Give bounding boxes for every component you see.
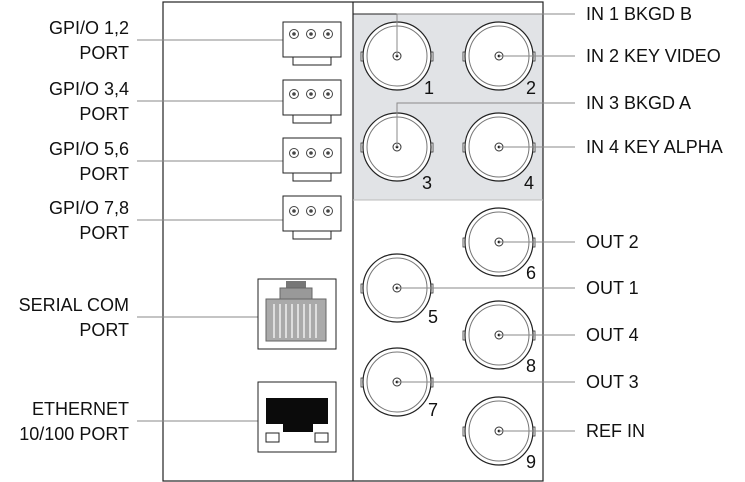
ref-in-label: REF IN xyxy=(586,421,645,441)
out2-label: OUT 2 xyxy=(586,232,639,252)
gpio-56-connector xyxy=(282,137,342,182)
out4-label: OUT 4 xyxy=(586,325,639,345)
ethernet-port xyxy=(257,381,337,453)
gpio-56-label-line2: PORT xyxy=(79,164,129,184)
in3-leader xyxy=(396,102,575,147)
ethernet-label-line1: ETHERNET xyxy=(32,399,129,419)
connector-number-2: 2 xyxy=(526,78,536,98)
in1-leader xyxy=(396,13,575,56)
in1-label: IN 1 BKGD B xyxy=(586,4,692,24)
gpio-34-connector xyxy=(282,79,342,124)
out3-label: OUT 3 xyxy=(586,372,639,392)
in2-label: IN 2 KEY VIDEO xyxy=(586,46,721,66)
gpio-56-label-line1: GPI/O 5,6 xyxy=(49,139,129,159)
gpio-12-label-line2: PORT xyxy=(79,43,129,63)
connector-number-6: 6 xyxy=(526,263,536,283)
in3-label: IN 3 BKGD A xyxy=(586,93,691,113)
gpio-78-label-line2: PORT xyxy=(79,223,129,243)
gpio-12-connector xyxy=(282,21,342,66)
connector-number-1: 1 xyxy=(424,78,434,98)
ethernet-label-line2: 10/100 PORT xyxy=(19,424,129,444)
connector-number-5: 5 xyxy=(428,307,438,327)
out1-label: OUT 1 xyxy=(586,278,639,298)
serial-label-line2: PORT xyxy=(79,320,129,340)
gpio-34-label-line1: GPI/O 3,4 xyxy=(49,79,129,99)
connector-number-9: 9 xyxy=(526,452,536,472)
serial-com-port xyxy=(257,278,337,350)
gpio-12-label-line1: GPI/O 1,2 xyxy=(49,18,129,38)
connector-number-8: 8 xyxy=(526,356,536,376)
connector-number-7: 7 xyxy=(428,400,438,420)
gpio-78-connector xyxy=(282,195,342,240)
serial-label-line1: SERIAL COM xyxy=(19,295,129,315)
gpio-78-label-line1: GPI/O 7,8 xyxy=(49,198,129,218)
connector-number-3: 3 xyxy=(422,173,432,193)
connector-number-4: 4 xyxy=(524,173,534,193)
in4-label: IN 4 KEY ALPHA xyxy=(586,137,723,157)
gpio-34-label-line2: PORT xyxy=(79,104,129,124)
